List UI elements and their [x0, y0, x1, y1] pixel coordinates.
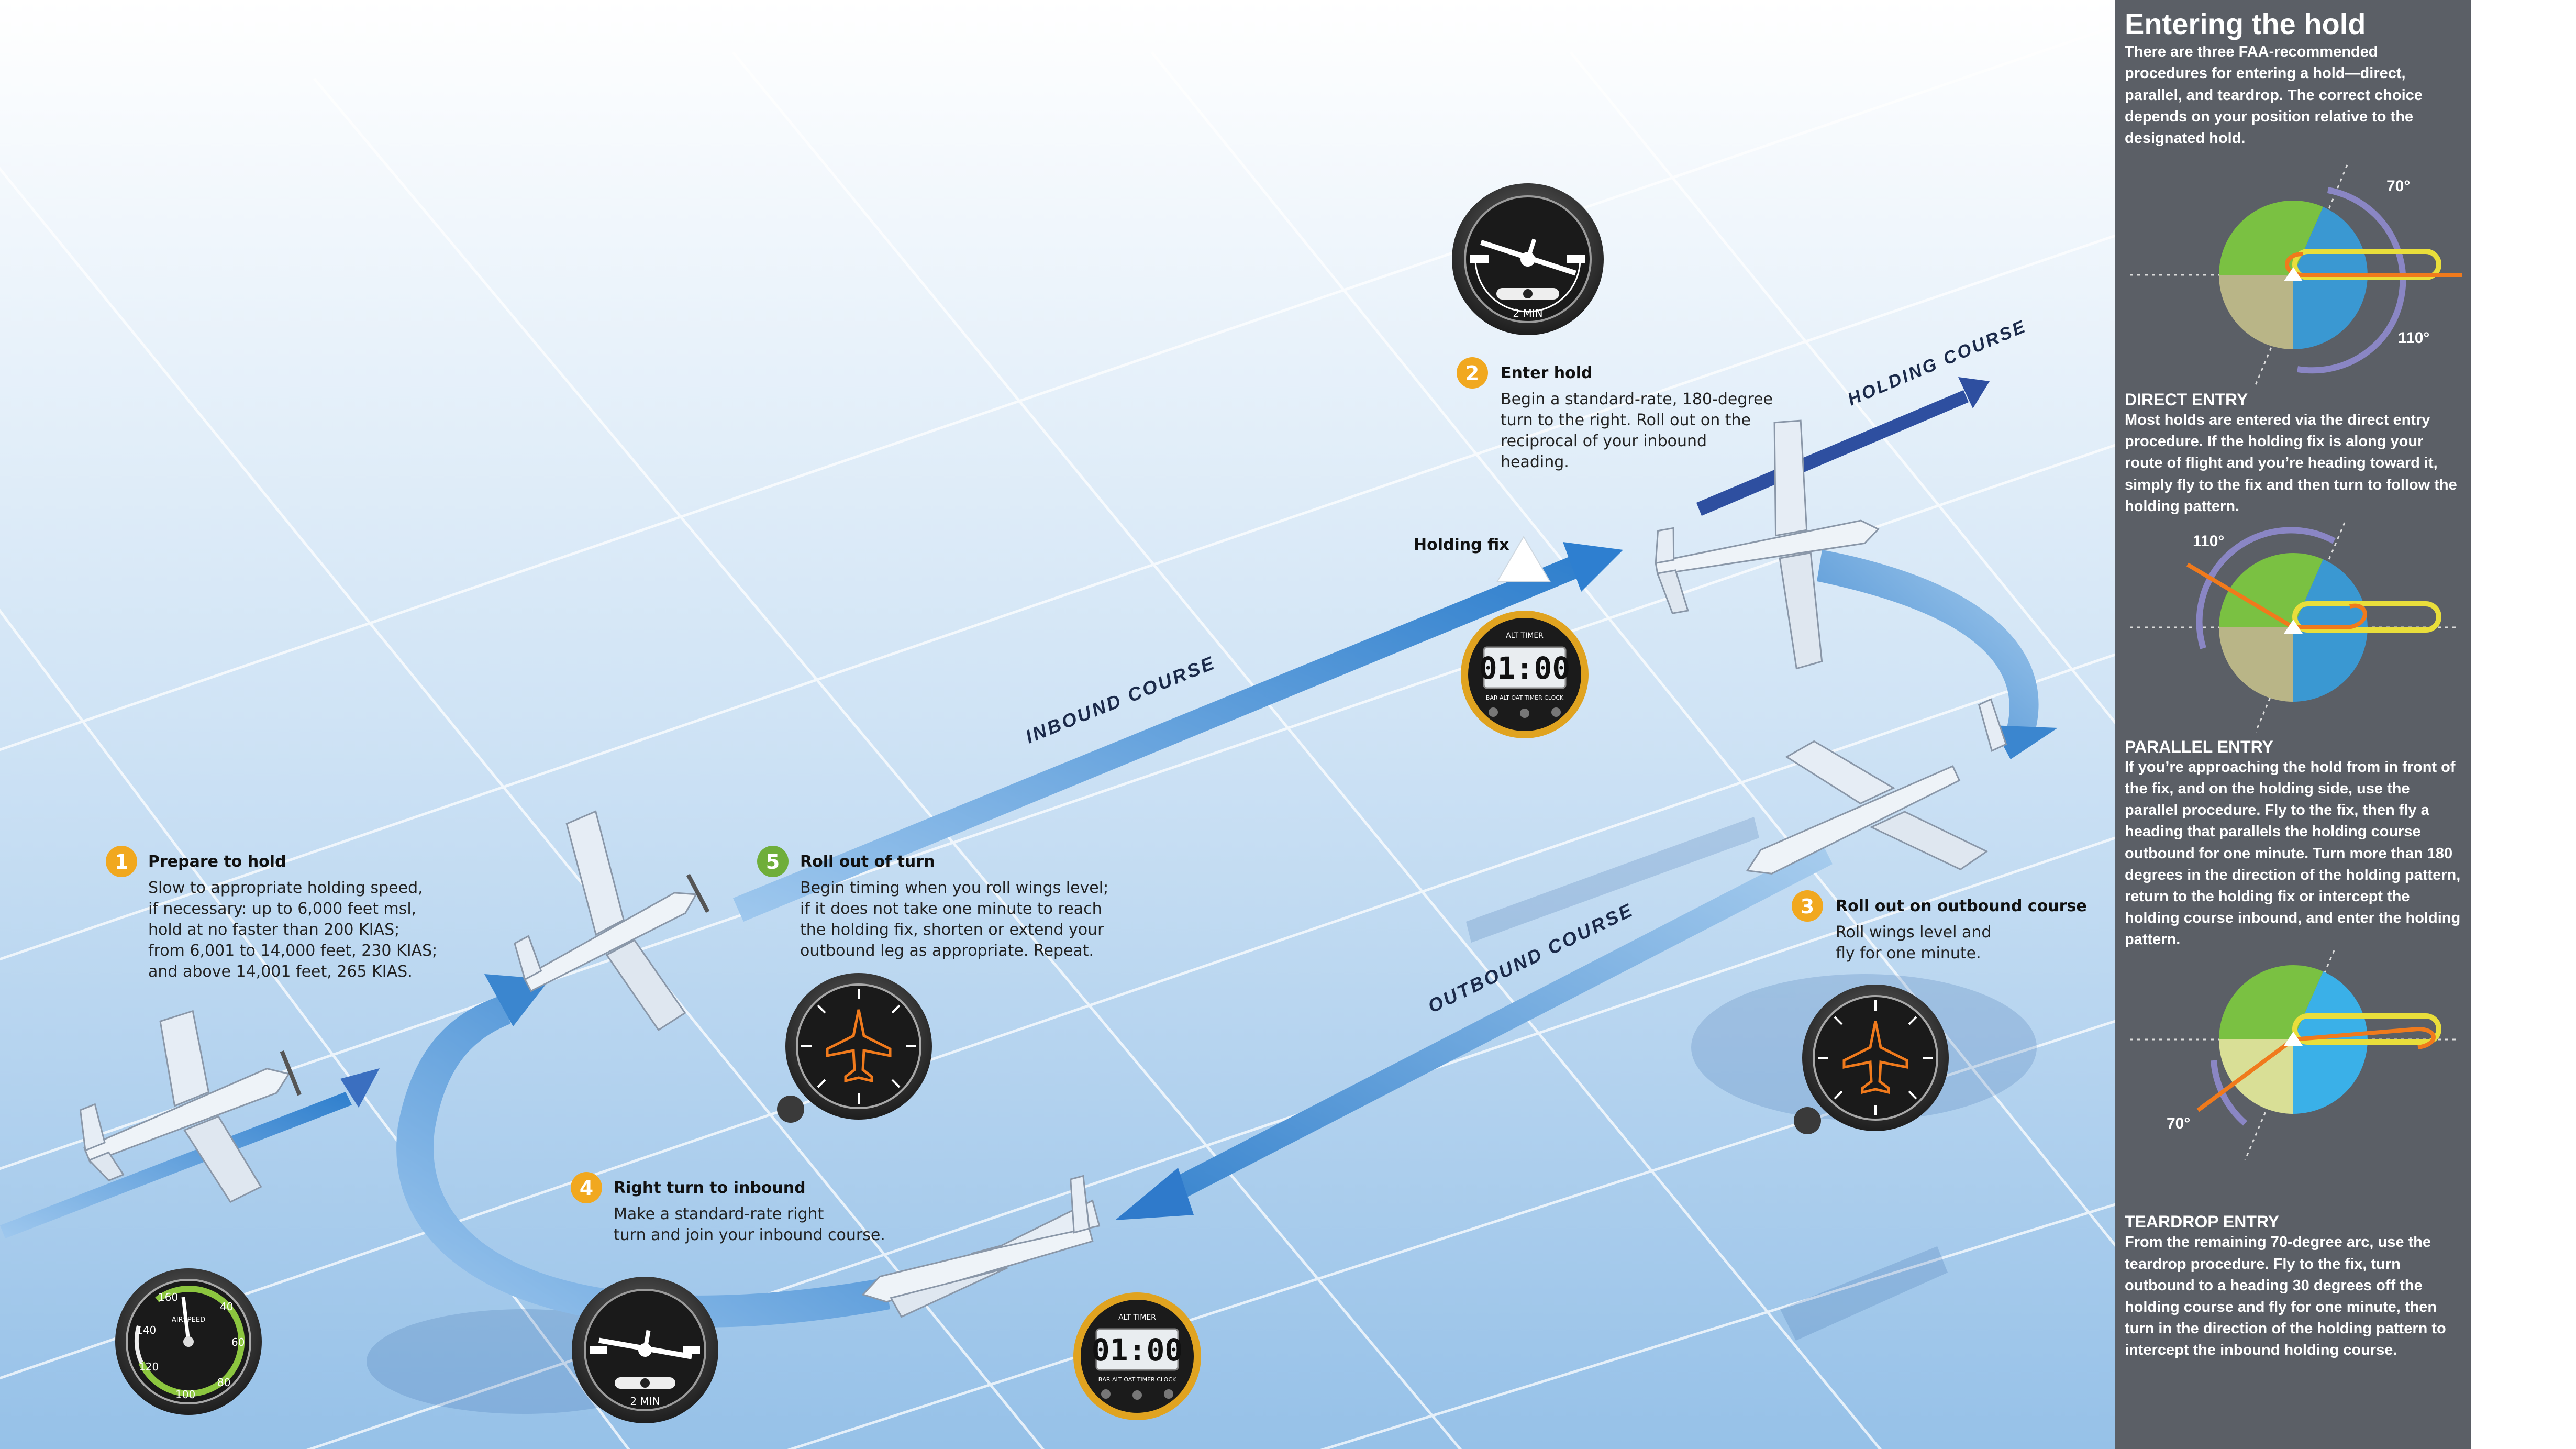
heading-indicator-step5	[777, 973, 932, 1123]
sky-background	[0, 0, 2115, 1449]
airplane-step1	[79, 1010, 302, 1203]
teardrop-entry-body: From the remaining 70-degree arc, use th…	[2125, 1234, 2446, 1359]
svg-text:2 MIN: 2 MIN	[1513, 307, 1542, 319]
svg-text:ALT TIMER: ALT TIMER	[1506, 632, 1544, 640]
digital-timer-step2: ALT TIMER 01:00 BAR ALT OAT TIMER CLOCK	[1461, 611, 1589, 738]
teardrop-entry-diagram: 70°	[2130, 950, 2460, 1161]
step-4-line: turn and join your inbound course.	[614, 1226, 885, 1244]
step-1-line: from 6,001 to 14,000 feet, 230 KIAS;	[148, 942, 437, 960]
teardrop-entry-heading: TEARDROP ENTRY	[2125, 1212, 2280, 1232]
step-4-badge	[571, 1172, 602, 1203]
svg-text:BAR ALT OAT TIMER CLOCK: BAR ALT OAT TIMER CLOCK	[1098, 1376, 1176, 1383]
sidebar-title: Entering the hold	[2125, 7, 2366, 40]
direct-entry-body: Most holds are entered via the direct en…	[2125, 412, 2457, 515]
svg-text:60: 60	[231, 1336, 245, 1348]
direct-entry-diagram: 70° 110°	[2130, 164, 2462, 385]
svg-text:160: 160	[158, 1291, 178, 1303]
step-5-badge	[757, 846, 789, 877]
inbound-course-arrow	[733, 542, 1623, 922]
step-3-number: 3	[1801, 895, 1814, 918]
step-3-line: Roll wings level and	[1836, 923, 1991, 942]
step-2-line: turn to the right. Roll out on the	[1501, 411, 1751, 429]
digital-timer-step4: ALT TIMER 01:00 BAR ALT OAT TIMER CLOCK	[1073, 1292, 1201, 1420]
svg-text:AIRSPEED: AIRSPEED	[172, 1316, 205, 1324]
svg-text:ALT TIMER: ALT TIMER	[1118, 1313, 1156, 1322]
step-4-number: 4	[580, 1177, 593, 1200]
step-3-line: fly for one minute.	[1836, 944, 1981, 963]
step-4-line: Make a standard-rate right	[614, 1205, 824, 1223]
holding-fix-label: Holding fix	[1414, 536, 1509, 554]
heading-indicator-step3	[1794, 985, 1949, 1134]
airspeed-indicator-step1: 160 40 140 60 120 80 100 AIRSPEED	[115, 1268, 262, 1415]
step-5-line: if it does not take one minute to reach	[800, 900, 1102, 918]
turn-coordinator-step2: 2 MIN	[1452, 183, 1604, 335]
approach-arrow	[0, 1068, 380, 1238]
step-2-line: reciprocal of your inbound	[1501, 432, 1707, 450]
svg-text:110°: 110°	[2193, 533, 2224, 550]
step-2-callout: 2 Enter hold Begin a standard-rate, 180-…	[1457, 357, 1773, 471]
step-1-line: Slow to appropriate holding speed,	[148, 879, 423, 897]
step-2-title: Enter hold	[1501, 364, 1593, 382]
svg-text:100: 100	[175, 1388, 195, 1401]
holding-course-arrow	[1696, 377, 1990, 516]
step-1-line: hold at no faster than 200 KIAS;	[148, 921, 399, 939]
step-5-line: the holding fix, shorten or extend your	[800, 921, 1104, 939]
svg-text:80: 80	[217, 1376, 230, 1389]
direct-entry-heading: DIRECT ENTRY	[2125, 390, 2248, 410]
timer-display: 01:00	[1479, 650, 1571, 686]
parallel-entry-body: If you’re approaching the hold from in f…	[2125, 758, 2461, 948]
outbound-course-arrow	[1115, 843, 1833, 1220]
airplane-step4	[861, 1175, 1101, 1318]
airplane-step2	[1655, 419, 1880, 670]
step-5-line: Begin timing when you roll wings level;	[800, 879, 1108, 897]
svg-text:140: 140	[136, 1324, 156, 1336]
step-1-callout: 1 Prepare to hold Slow to appropriate ho…	[106, 846, 437, 981]
svg-text:110°: 110°	[2398, 329, 2429, 347]
parallel-entry-diagram: 110°	[2130, 522, 2460, 733]
holding-fix-marker	[1496, 536, 1551, 582]
entering-the-hold-sidebar: Entering the hold There are three FAA-re…	[2115, 0, 2471, 1449]
step-3-badge	[1792, 890, 1823, 922]
step-5-number: 5	[766, 850, 780, 873]
svg-text:70°: 70°	[2386, 178, 2410, 195]
svg-text:2 MIN: 2 MIN	[630, 1395, 660, 1408]
turn-coordinator-step4: 2 MIN	[572, 1277, 718, 1423]
svg-text:BAR ALT OAT TIMER CLOCK: BAR ALT OAT TIMER CLOCK	[1486, 694, 1564, 701]
step-4-title: Right turn to inbound	[614, 1179, 806, 1197]
step-1-line: if necessary: up to 6,000 feet msl,	[148, 900, 416, 918]
outbound-turn-arrow	[1817, 550, 2058, 759]
step-5-callout: 5 Roll out of turn Begin timing when you…	[757, 846, 1108, 960]
step-5-line: outbound leg as appropriate. Repeat.	[800, 942, 1094, 960]
step-2-number: 2	[1465, 362, 1479, 385]
step-3-callout: 3 Roll out on outbound course Roll wings…	[1792, 890, 2087, 963]
timer-display: 01:00	[1092, 1332, 1183, 1368]
svg-text:120: 120	[139, 1360, 159, 1373]
sidebar-intro: There are three FAA-recommended procedur…	[2125, 43, 2423, 147]
step-1-line: and above 14,001 feet, 265 KIAS.	[148, 963, 413, 981]
step-1-number: 1	[115, 850, 128, 873]
step-3-title: Roll out on outbound course	[1836, 897, 2087, 915]
step-2-badge	[1457, 357, 1488, 389]
step-1-title: Prepare to hold	[148, 853, 286, 871]
step-1-badge	[106, 846, 137, 877]
airplane-step5	[514, 810, 710, 1031]
svg-text:70°: 70°	[2167, 1115, 2190, 1132]
step-2-line: Begin a standard-rate, 180-degree	[1501, 390, 1773, 408]
step-2-line: heading.	[1501, 453, 1569, 471]
airplane-step3	[1746, 698, 2007, 875]
step-4-callout: 4 Right turn to inbound Make a standard-…	[571, 1172, 885, 1244]
step-5-title: Roll out of turn	[800, 853, 935, 871]
parallel-entry-heading: PARALLEL ENTRY	[2125, 737, 2273, 756]
svg-text:40: 40	[220, 1300, 233, 1313]
